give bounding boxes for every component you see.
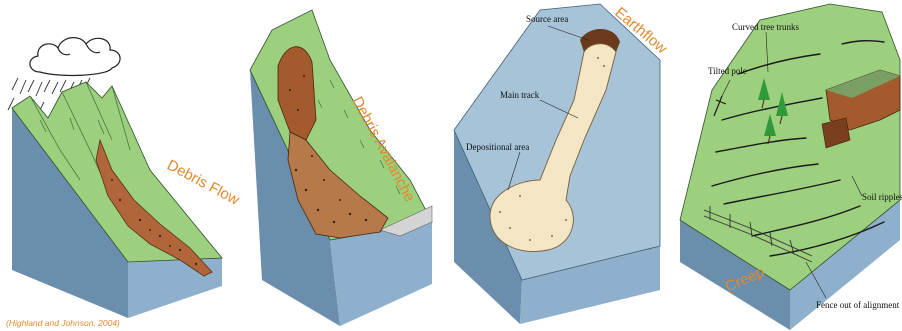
- cloud-icon: [30, 38, 120, 76]
- panel-debris-flow: Debris Flow (Highland and Johnson, 2004): [6, 38, 242, 328]
- label-main-track: Main track: [500, 90, 540, 100]
- panel-creep: Curved tree trunks Tilted pole Soil ripp…: [680, 4, 902, 330]
- panel-debris-avalanche: Debris Avalanche: [250, 10, 432, 326]
- credit-text: (Highland and Johnson, 2004): [6, 318, 120, 328]
- label-source-area: Source area: [526, 14, 568, 24]
- label-curved-tree-trunks: Curved tree trunks: [732, 22, 799, 32]
- label-soil-ripples: Soil ripples: [862, 192, 902, 202]
- panel-earthflow: Source area Main track Depositional area…: [454, 4, 670, 324]
- label-fence-out-of-alignment: Fence out of alignment: [816, 300, 900, 310]
- label-tilted-pole: Tilted pole: [708, 66, 747, 76]
- label-depositional-area: Depositional area: [466, 142, 529, 152]
